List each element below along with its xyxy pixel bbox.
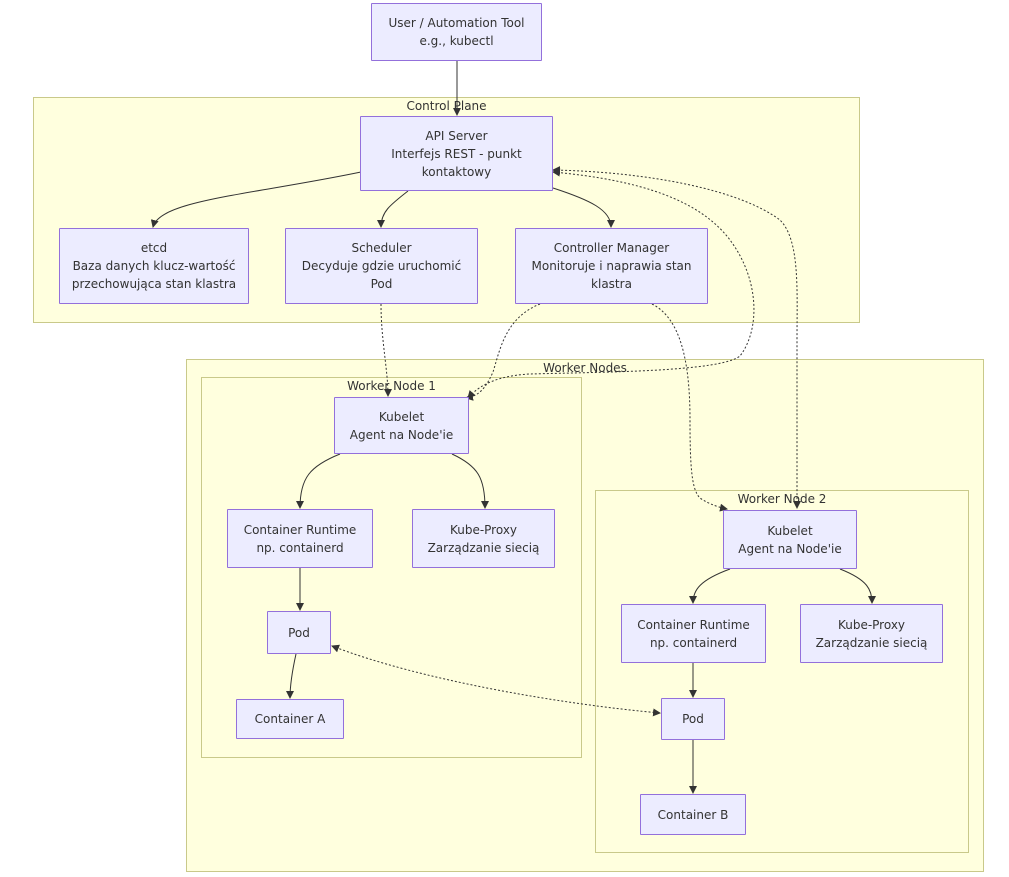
node-controller-manager-line1: Controller Manager xyxy=(553,241,670,255)
node-api-server-line1: API Server xyxy=(425,128,488,143)
cluster-label-worker-nodes: Worker Nodes xyxy=(543,361,627,375)
node-container-runtime-1-line2: np. containerd xyxy=(256,540,344,555)
node-user-line1: User / Automation Tool xyxy=(388,16,525,30)
node-etcd: etcd Baza danych klucz-wartość przechowu… xyxy=(59,228,249,304)
node-etcd-line3: przechowująca stan klastra xyxy=(71,277,237,291)
node-container-runtime-1-line1: Container Runtime xyxy=(243,522,357,537)
node-kubelet-2: Kubelet Agent na Node'ie xyxy=(723,510,857,569)
cluster-label-worker-node-1: Worker Node 1 xyxy=(347,379,436,393)
node-api-server-line3: kontaktowy xyxy=(421,164,492,179)
node-etcd-line2: Baza danych klucz-wartość xyxy=(72,259,236,273)
node-kube-proxy-1-line1: Kube-Proxy xyxy=(449,522,518,537)
node-kubelet-1-line1: Kubelet xyxy=(378,409,425,424)
node-scheduler: Scheduler Decyduje gdzie uruchomić Pod xyxy=(285,228,478,304)
node-container-runtime-1: Container Runtime np. containerd xyxy=(227,509,373,568)
node-container-b-label: Container B xyxy=(657,807,729,822)
node-pod-1: Pod xyxy=(267,611,331,654)
node-user-line2: e.g., kubectl xyxy=(419,34,494,48)
node-kube-proxy-1: Kube-Proxy Zarządzanie siecią xyxy=(412,509,555,568)
node-user-automation-tool: User / Automation Tool e.g., kubectl xyxy=(371,3,542,61)
node-container-b: Container B xyxy=(640,794,746,835)
node-etcd-line1: etcd xyxy=(140,241,168,255)
node-kube-proxy-2: Kube-Proxy Zarządzanie siecią xyxy=(800,604,943,663)
node-controller-manager-line2: Monitoruje i naprawia stan xyxy=(531,259,692,273)
node-kube-proxy-2-line2: Zarządzanie siecią xyxy=(815,635,928,650)
node-pod-1-label: Pod xyxy=(288,625,310,640)
node-scheduler-line3: Pod xyxy=(370,277,393,291)
node-kubelet-1-line2: Agent na Node'ie xyxy=(349,427,454,442)
node-kube-proxy-2-line1: Kube-Proxy xyxy=(837,617,906,632)
node-container-a-label: Container A xyxy=(254,712,326,726)
cluster-label-control-plane: Control Plane xyxy=(406,99,487,113)
node-kubelet-1: Kubelet Agent na Node'ie xyxy=(334,397,469,454)
node-container-a: Container A xyxy=(236,699,344,739)
node-pod-2-label: Pod xyxy=(682,712,704,726)
node-scheduler-line2: Decyduje gdzie uruchomić xyxy=(301,259,462,273)
node-api-server-line2: Interfejs REST - punkt xyxy=(391,146,522,161)
node-scheduler-line1: Scheduler xyxy=(351,241,412,255)
node-container-runtime-2-line1: Container Runtime xyxy=(637,617,750,632)
node-pod-2: Pod xyxy=(661,698,725,740)
node-kubelet-2-line1: Kubelet xyxy=(767,523,813,538)
node-container-runtime-2: Container Runtime np. containerd xyxy=(621,604,766,663)
node-kubelet-2-line2: Agent na Node'ie xyxy=(738,541,842,556)
node-controller-manager: Controller Manager Monitoruje i naprawia… xyxy=(515,228,708,304)
node-controller-manager-line3: klastra xyxy=(591,277,632,291)
cluster-label-worker-node-2: Worker Node 2 xyxy=(737,492,827,506)
node-kube-proxy-1-line2: Zarządzanie siecią xyxy=(427,540,540,555)
node-container-runtime-2-line2: np. containerd xyxy=(649,635,738,650)
node-api-server: API Server Interfejs REST - punkt kontak… xyxy=(360,116,553,191)
